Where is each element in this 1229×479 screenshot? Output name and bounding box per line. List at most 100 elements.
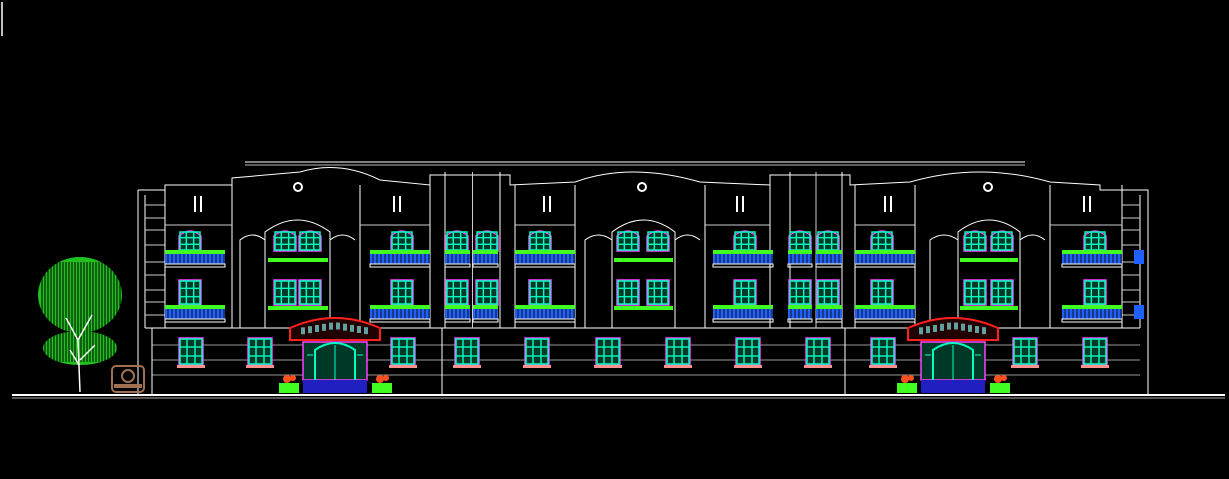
window-transom: [872, 295, 892, 298]
balcony-slab: [712, 263, 774, 268]
planter-box: [279, 383, 299, 393]
window-mullion: [886, 339, 888, 364]
window-mullion: [312, 232, 315, 250]
balcony: [787, 250, 813, 268]
window-frame: [816, 230, 840, 252]
window-transom: [667, 355, 689, 357]
window-frame: [247, 337, 273, 366]
balcony-railing: [816, 309, 842, 319]
recess-curve: [329, 234, 356, 328]
canopy-dentil: [926, 326, 930, 334]
window-transom: [790, 236, 810, 239]
bay-arch: [957, 219, 1021, 328]
window: [870, 279, 894, 306]
balcony-planter: [713, 305, 773, 309]
balcony: [514, 305, 576, 323]
window-transom: [392, 355, 414, 357]
vent-slot: [549, 196, 551, 212]
window-glazing: [617, 280, 639, 305]
window-transom: [807, 346, 829, 348]
window-transom: [249, 346, 271, 348]
window-transom: [737, 355, 759, 357]
window-transom: [392, 243, 412, 246]
window-glazing: [647, 231, 669, 251]
balcony-railing: [473, 309, 498, 319]
entrance-steps: [921, 380, 985, 393]
window-glazing: [476, 280, 498, 305]
window-frame: [733, 230, 757, 252]
window-mullion: [823, 232, 826, 250]
balcony-planter: [1062, 250, 1122, 254]
balcony-railing: [370, 309, 430, 319]
vent-slot: [1089, 196, 1091, 212]
window-glazing: [274, 231, 296, 251]
window-glazing: [299, 280, 321, 305]
double-door: [932, 342, 974, 380]
balcony-planter: [788, 250, 812, 254]
balcony-slab: [164, 263, 226, 268]
window-transom: [392, 287, 412, 290]
window-transom: [1014, 346, 1036, 348]
canopy-dentil: [329, 322, 333, 330]
window-mullion: [255, 339, 257, 364]
window-mullion: [482, 232, 485, 250]
window-glazing: [179, 280, 201, 305]
window: [454, 337, 480, 366]
car-body: [111, 365, 145, 393]
window-transom: [477, 295, 497, 298]
window-glazing: [789, 280, 811, 305]
balcony-planter: [445, 250, 470, 254]
window-mullion: [287, 232, 290, 250]
window-mullion: [795, 232, 798, 250]
window-mullion: [542, 232, 545, 250]
window-mullion: [802, 232, 805, 250]
canopy-dentil: [919, 327, 923, 335]
balcony-slab: [444, 263, 471, 268]
vent-slot: [884, 196, 886, 212]
window-mullion: [813, 339, 815, 364]
window: [390, 230, 414, 252]
canopy-dentil: [364, 327, 368, 335]
window-transom: [526, 355, 548, 357]
window-frame: [963, 279, 987, 306]
window-frame: [735, 337, 761, 366]
window-transom: [965, 243, 985, 246]
window-transom: [735, 295, 755, 298]
window-glazing: [446, 280, 468, 305]
window-glazing: [736, 338, 760, 365]
window-mullion: [623, 281, 626, 304]
balcony: [164, 305, 226, 323]
window-mullion: [997, 232, 1000, 250]
window: [816, 279, 840, 306]
window-glazing: [666, 338, 690, 365]
window-mullion: [535, 232, 538, 250]
window: [646, 230, 670, 252]
window-frame: [178, 230, 202, 252]
vent-slot: [1083, 196, 1085, 212]
window-glazing: [529, 280, 551, 305]
window-mullion: [630, 232, 633, 250]
balcony: [787, 305, 813, 323]
flower-shrub: [290, 375, 296, 381]
window-glazing: [455, 338, 479, 365]
bay-planter: [268, 258, 328, 262]
window-transom: [618, 243, 638, 246]
window-mullion: [397, 232, 400, 250]
window-glazing: [617, 231, 639, 251]
window-mullion: [404, 232, 407, 250]
window-transom: [648, 295, 668, 298]
window-transom: [790, 287, 810, 290]
window-frame: [528, 279, 552, 306]
window-transom: [275, 243, 295, 246]
window-frame: [390, 279, 414, 306]
window-mullion: [681, 339, 683, 364]
window-transom: [597, 346, 619, 348]
window-frame: [298, 230, 322, 252]
entrance-canopy: [907, 317, 999, 341]
window-mullion: [653, 232, 656, 250]
window-transom: [992, 243, 1012, 246]
canopy-dentil: [975, 326, 979, 333]
window-mullion: [462, 339, 464, 364]
window: [528, 279, 552, 306]
